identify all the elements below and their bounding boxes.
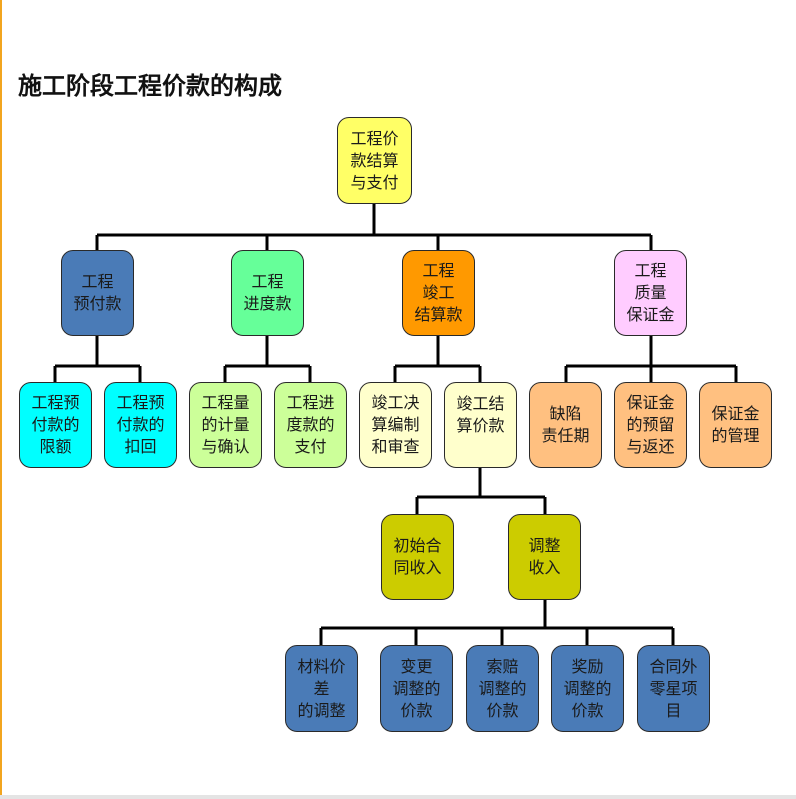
left-edge-bar: [0, 0, 2, 799]
bottom-edge-bar: [0, 795, 796, 799]
node-extra-items: 合同外 零星项 目: [637, 645, 710, 732]
node-progress-pay: 工程进 度款的 支付: [274, 382, 347, 468]
node-reward-adjust: 奖励 调整的 价款: [551, 645, 624, 732]
node-material-diff: 材料价 差 的调整: [285, 645, 358, 732]
node-progress: 工程 进度款: [231, 250, 304, 336]
node-deposit-manage: 保证金 的管理: [699, 382, 772, 468]
node-prepay-deduct: 工程预 付款的 扣回: [104, 382, 177, 468]
node-adjust-income: 调整 收入: [508, 514, 581, 600]
node-initial-contract: 初始合 同收入: [381, 514, 454, 600]
node-defect-period: 缺陷 责任期: [529, 382, 602, 468]
node-settle-prepare: 竣工决 算编制 和审查: [359, 382, 432, 468]
node-prepay-limit: 工程预 付款的 限额: [19, 382, 92, 468]
page-title: 施工阶段工程价款的构成: [18, 72, 282, 100]
node-root: 工程价 款结算 与支付: [337, 117, 412, 204]
node-progress-measure: 工程量 的计量 与确认: [189, 382, 262, 468]
node-settle-price: 竣工结 算价款: [444, 382, 517, 468]
node-deposit-return: 保证金 的预留 与返还: [614, 382, 687, 468]
node-prepay: 工程 预付款: [61, 250, 134, 336]
node-claim-adjust: 索赔 调整的 价款: [466, 645, 539, 732]
node-change-adjust: 变更 调整的 价款: [380, 645, 453, 732]
node-quality: 工程 质量 保证金: [614, 250, 687, 336]
node-settlement: 工程 竣工 结算款: [402, 250, 475, 336]
